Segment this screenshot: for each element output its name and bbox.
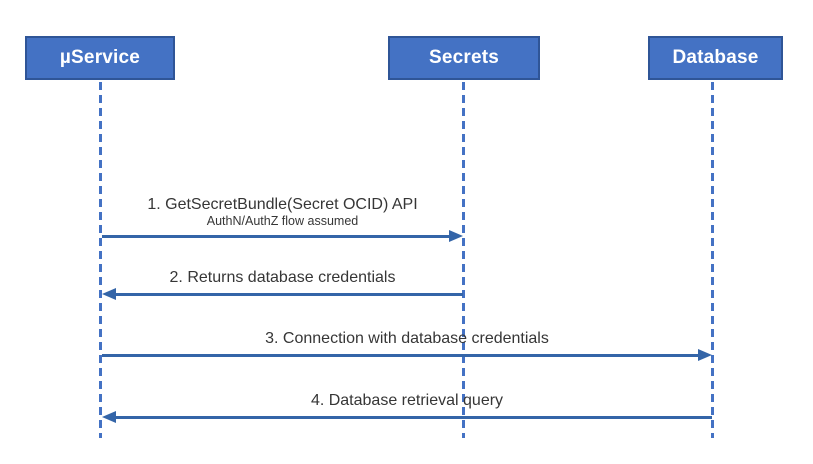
arrow-line	[102, 235, 452, 238]
message-get-secret-bundle: 1. GetSecretBundle(Secret OCID) API Auth…	[102, 195, 463, 243]
message-label: 1. GetSecretBundle(Secret OCID) API	[147, 196, 418, 213]
message-sublabel: AuthN/AuthZ flow assumed	[206, 214, 359, 228]
actor-box-uservice: µService	[25, 36, 175, 80]
lifeline-uservice	[99, 82, 102, 438]
lifeline-secrets	[462, 82, 465, 438]
arrowhead-left-icon	[102, 288, 116, 300]
message-label: 4. Database retrieval query	[310, 392, 504, 409]
arrow-line	[113, 416, 712, 419]
actor-label-database: Database	[672, 47, 759, 68]
message-arrow	[102, 411, 712, 424]
message-label: 2. Returns database credentials	[169, 269, 396, 286]
message-returns-credentials: 2. Returns database credentials	[102, 268, 463, 301]
message-arrow	[102, 349, 712, 362]
message-label: 3. Connection with database credentials	[265, 330, 549, 347]
lifeline-database	[711, 82, 714, 438]
message-retrieval-query: 4. Database retrieval query	[102, 391, 712, 424]
message-connection-credentials: 3. Connection with database credentials	[102, 329, 712, 362]
actor-box-database: Database	[648, 36, 783, 80]
message-arrow	[102, 288, 463, 301]
arrowhead-right-icon	[449, 230, 463, 242]
arrow-line	[113, 293, 463, 296]
actor-box-secrets: Secrets	[388, 36, 540, 80]
actor-label-uservice: µService	[59, 47, 141, 68]
arrowhead-right-icon	[698, 349, 712, 361]
arrowhead-left-icon	[102, 411, 116, 423]
message-arrow	[102, 230, 463, 243]
actor-label-secrets: Secrets	[428, 47, 500, 68]
arrow-line	[102, 354, 701, 357]
